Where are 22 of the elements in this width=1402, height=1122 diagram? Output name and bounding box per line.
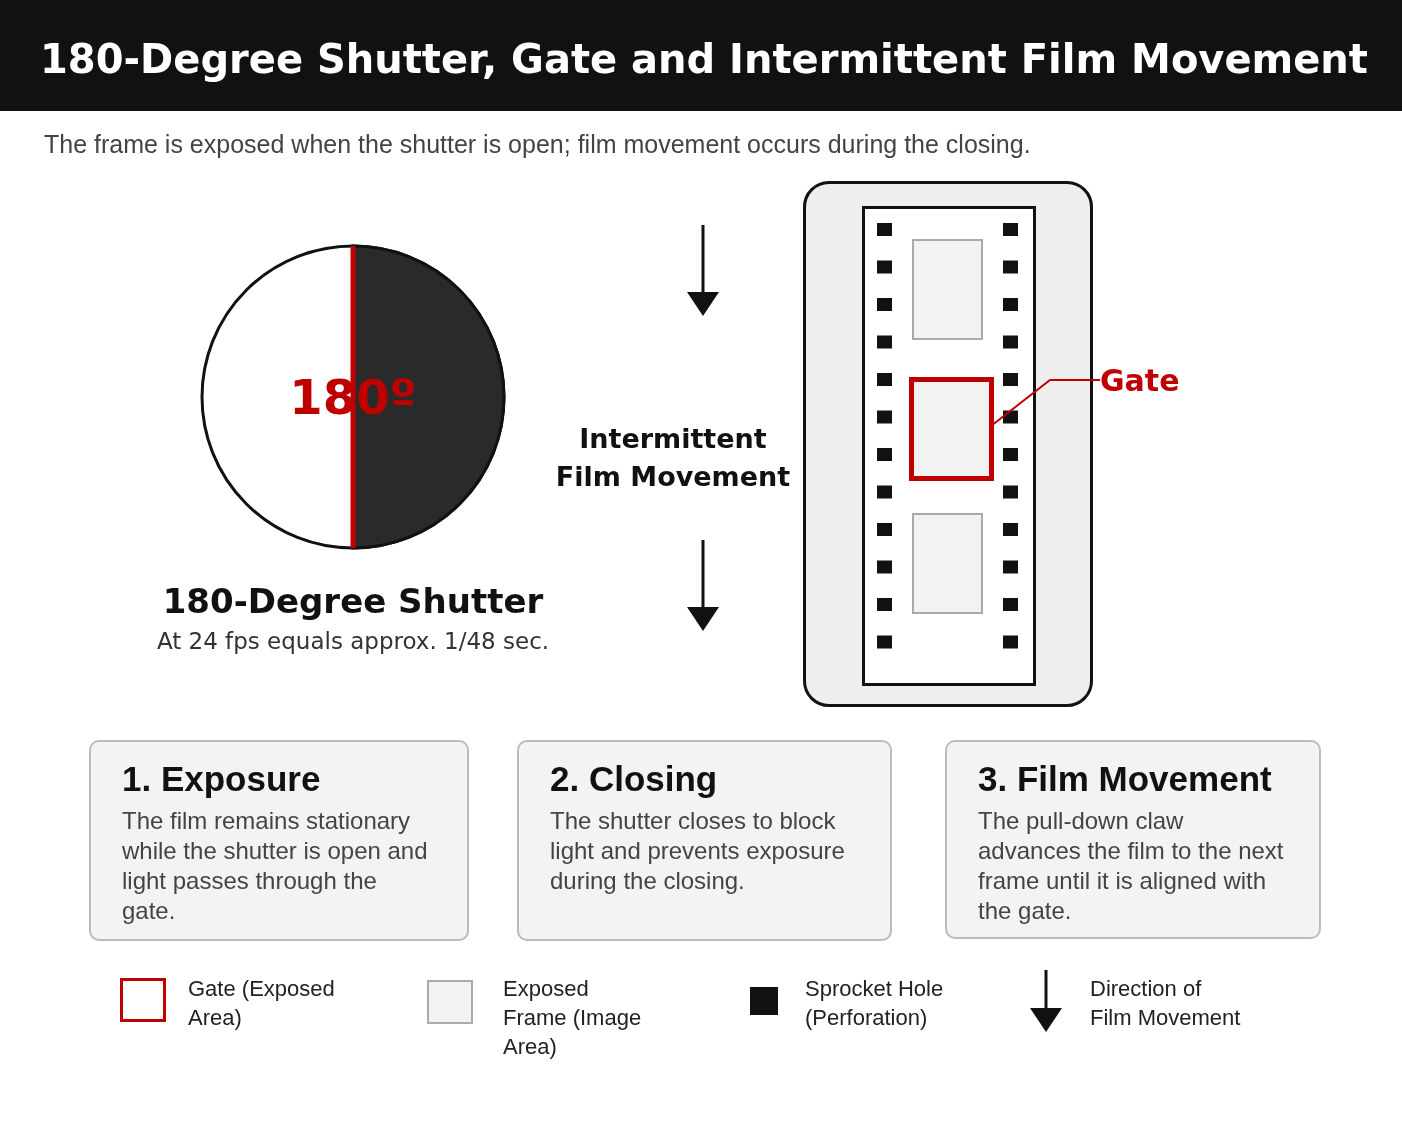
step-heading: 2. Closing xyxy=(550,758,719,800)
step-heading: 3. Film Movement xyxy=(978,758,1273,800)
gate-label: Gate xyxy=(1090,360,1190,400)
film-panel xyxy=(803,181,1093,707)
movement-label: Intermittent Film Movement xyxy=(554,422,792,494)
title: 180-Degree Shutter, Gate and Intermittent Film Movement xyxy=(40,35,1368,84)
legend-label: Direction of Film Movement xyxy=(1090,975,1242,1032)
step-card xyxy=(517,740,892,941)
legend-label: Gate (Exposed Area) xyxy=(188,975,336,1032)
shutter-title: 180-Degree Shutter xyxy=(161,580,545,623)
legend-label: Sprocket Hole (Perforation) xyxy=(805,975,945,1032)
angle-label: 180º xyxy=(288,372,418,422)
subtitle: The frame is exposed when the shutter is open; film movement occurs during the closing. xyxy=(44,129,1031,160)
step-card xyxy=(89,740,469,941)
legend-label: Exposed Frame (Image Area) xyxy=(503,975,643,1061)
step-description: The shutter closes to block light and prevents exposure during the closing. xyxy=(550,806,846,896)
shutter-note: At 24 fps equals approx. 1/48 sec. xyxy=(155,627,551,656)
step-heading: 1. Exposure xyxy=(122,758,322,800)
step-description: The film remains stationary while the shutter is open and light passes through the gate. xyxy=(122,806,429,926)
step-description: The pull-down claw advances the film to the next frame until it is aligned with the gate. xyxy=(978,806,1285,926)
step-card xyxy=(945,740,1321,939)
gate-frame xyxy=(909,377,994,481)
